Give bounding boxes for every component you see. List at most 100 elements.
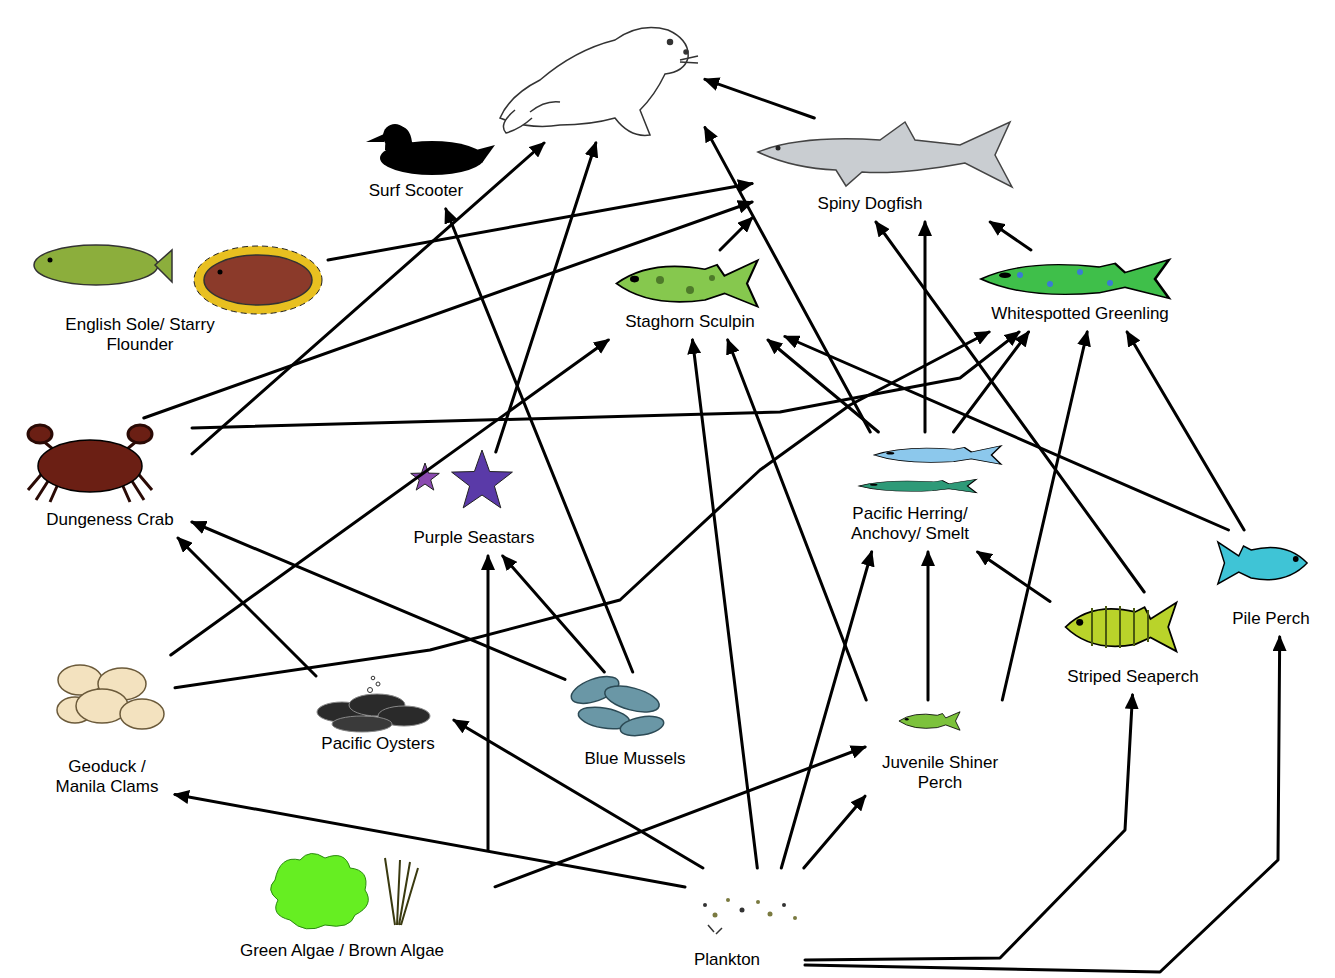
species-label: Surf Scooter [367,181,466,201]
species-label: Pacific Oysters [319,734,436,754]
species-node: Juvenile Shiner Perch [865,700,1015,801]
food-link-arrow [705,79,814,118]
greenling-spot [1017,272,1023,278]
food-link-arrow [171,340,609,655]
plankton-bits [708,925,722,934]
species-label: Striped Seaperch [1065,667,1200,687]
species-label: Pacific Herring/ Anchovy/ Smelt [833,504,987,544]
plankton-dot [726,898,730,902]
food-link-arrow [805,695,1133,960]
greenling-spot [1047,281,1053,287]
mussel-shell [619,713,665,738]
food-link-arrow [978,552,1050,601]
species-node: Geoduck / Manila Clams [40,655,175,805]
shark-body [758,122,1012,187]
striped-seaperch-fish [1066,603,1177,652]
food-link-arrow [804,796,865,868]
sole-eye [48,258,53,263]
flounder-body [204,255,312,305]
species-node: English Sole/ Starry Flounder [28,232,328,363]
food-link-arrow [496,143,596,452]
species-node: Purple Seastars [398,452,548,556]
food-link-arrow [175,332,989,688]
species-label: Green Algae / Brown Algae [238,941,446,961]
food-link-arrow [720,218,752,250]
greenling-spot [1107,280,1113,286]
species-label: Dungeness Crab [44,510,176,530]
food-link-arrow [781,552,871,868]
food-link-arrow [144,202,752,418]
species-node: Striped Seaperch [1050,592,1218,695]
plankton-dot [782,903,786,907]
species-label: English Sole/ Starry Flounder [63,315,217,355]
species-label: Staghorn Sculpin [623,312,756,332]
crab-shell [38,440,142,492]
food-link-arrow [805,637,1280,972]
food-link-arrow [1127,332,1244,530]
species-label: Purple Seastars [412,528,537,548]
sole-body [34,245,158,285]
food-link-arrow [192,143,544,454]
food-links [144,79,1280,972]
food-link-arrow [705,128,870,432]
species-node: Staghorn Sculpin [605,250,785,340]
crab-claw [128,425,152,443]
species-label: Whitespotted Greenling [989,304,1171,324]
dogfish-shark [758,122,1012,187]
bubble [371,676,375,680]
green-algae [271,853,369,929]
bubble [368,688,373,693]
plankton [703,898,797,934]
species-node: Green Algae / Brown Algae [215,850,495,969]
crab [28,425,152,502]
species-node: Spiny Dogfish [752,118,1017,222]
species-node: Dungeness Crab [22,418,192,538]
food-link-arrow [990,222,1031,250]
algae [271,853,418,929]
food-link-arrow [175,795,685,887]
food-link-arrow [785,337,1229,531]
sculpin-spot [709,275,715,281]
species-node: Whitespotted Greenling [965,250,1193,332]
species-label: Geoduck / Manila Clams [50,757,164,797]
flounder-fin [194,246,322,314]
greenling-spot [1077,269,1083,275]
clams [57,665,164,729]
oyster-shell [332,716,392,732]
seal-eye [668,40,673,45]
oysters [317,676,430,732]
species-node: Pacific Oysters [302,676,454,762]
species-node: Surf Scooter [355,118,490,209]
star-large [452,450,513,508]
pile-perch-shape [1218,542,1307,584]
species-label: Spiny Dogfish [816,194,925,214]
species-node: Plankton [685,868,805,976]
clam-shell [120,699,164,729]
plankton-dot [713,913,718,918]
pile-perch-fish [1218,542,1307,584]
food-link-arrow [693,340,758,868]
sea-stars [411,450,513,508]
species-node: Blue Mussels [565,672,700,777]
food-link-arrow [924,222,927,432]
plankton-dot [793,916,797,920]
plankton-dot [740,908,745,913]
sculpin-shape [617,260,758,306]
flatfish-pair [34,245,322,314]
crab-claw [28,425,52,443]
seal-whiskers [680,56,698,63]
species-node: Pacific Herring/ Anchovy/ Smelt [829,432,1023,552]
plankton-dot [768,912,773,917]
bubble [376,682,380,686]
forage-fish [859,446,1001,493]
sculpin-fish [617,260,758,306]
shiner-perch-fish [899,712,960,730]
species-label: Blue Mussels [582,749,687,769]
seal-nose [684,50,688,54]
food-link-arrow [927,552,930,700]
food-link-arrow [495,747,865,887]
seal-tail-flipper [503,110,532,133]
food-link-arrow [454,720,703,868]
